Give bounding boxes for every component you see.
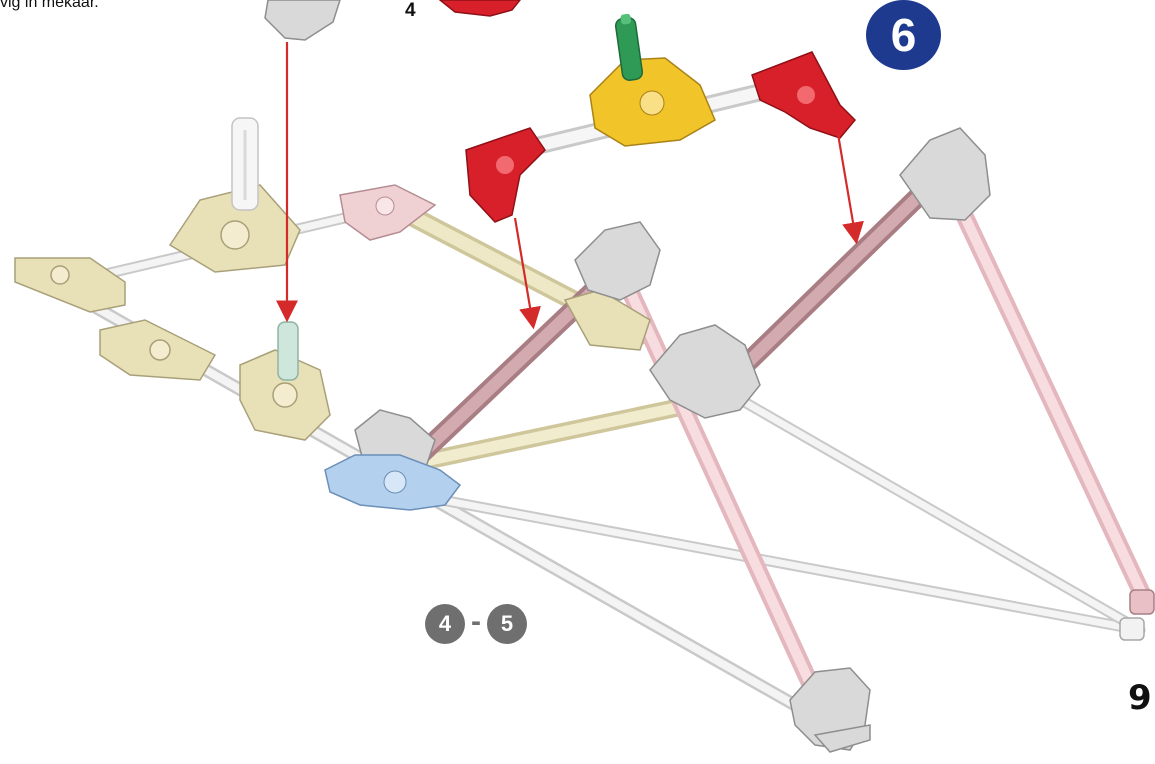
pink-rods [625, 185, 1145, 705]
previous-step-label: 4 [405, 0, 416, 22]
range-to: 5 [501, 611, 513, 637]
step-range: 4 - 5 [425, 603, 527, 645]
green-grey-post [278, 322, 298, 380]
rod-end-caps [1120, 590, 1154, 640]
range-from-badge: 4 [425, 604, 465, 644]
yellow-connector [590, 58, 715, 146]
page-number: 9 [1128, 678, 1152, 718]
step-number-badge: 6 [866, 0, 941, 70]
caption-text: vig in mekaar. [0, 0, 99, 12]
white-post [232, 118, 258, 210]
range-separator: - [471, 607, 481, 637]
arrow-right-red-to-rod [838, 134, 856, 240]
range-to-badge: 5 [487, 604, 527, 644]
range-from: 4 [439, 611, 451, 637]
step-number: 6 [891, 8, 917, 62]
